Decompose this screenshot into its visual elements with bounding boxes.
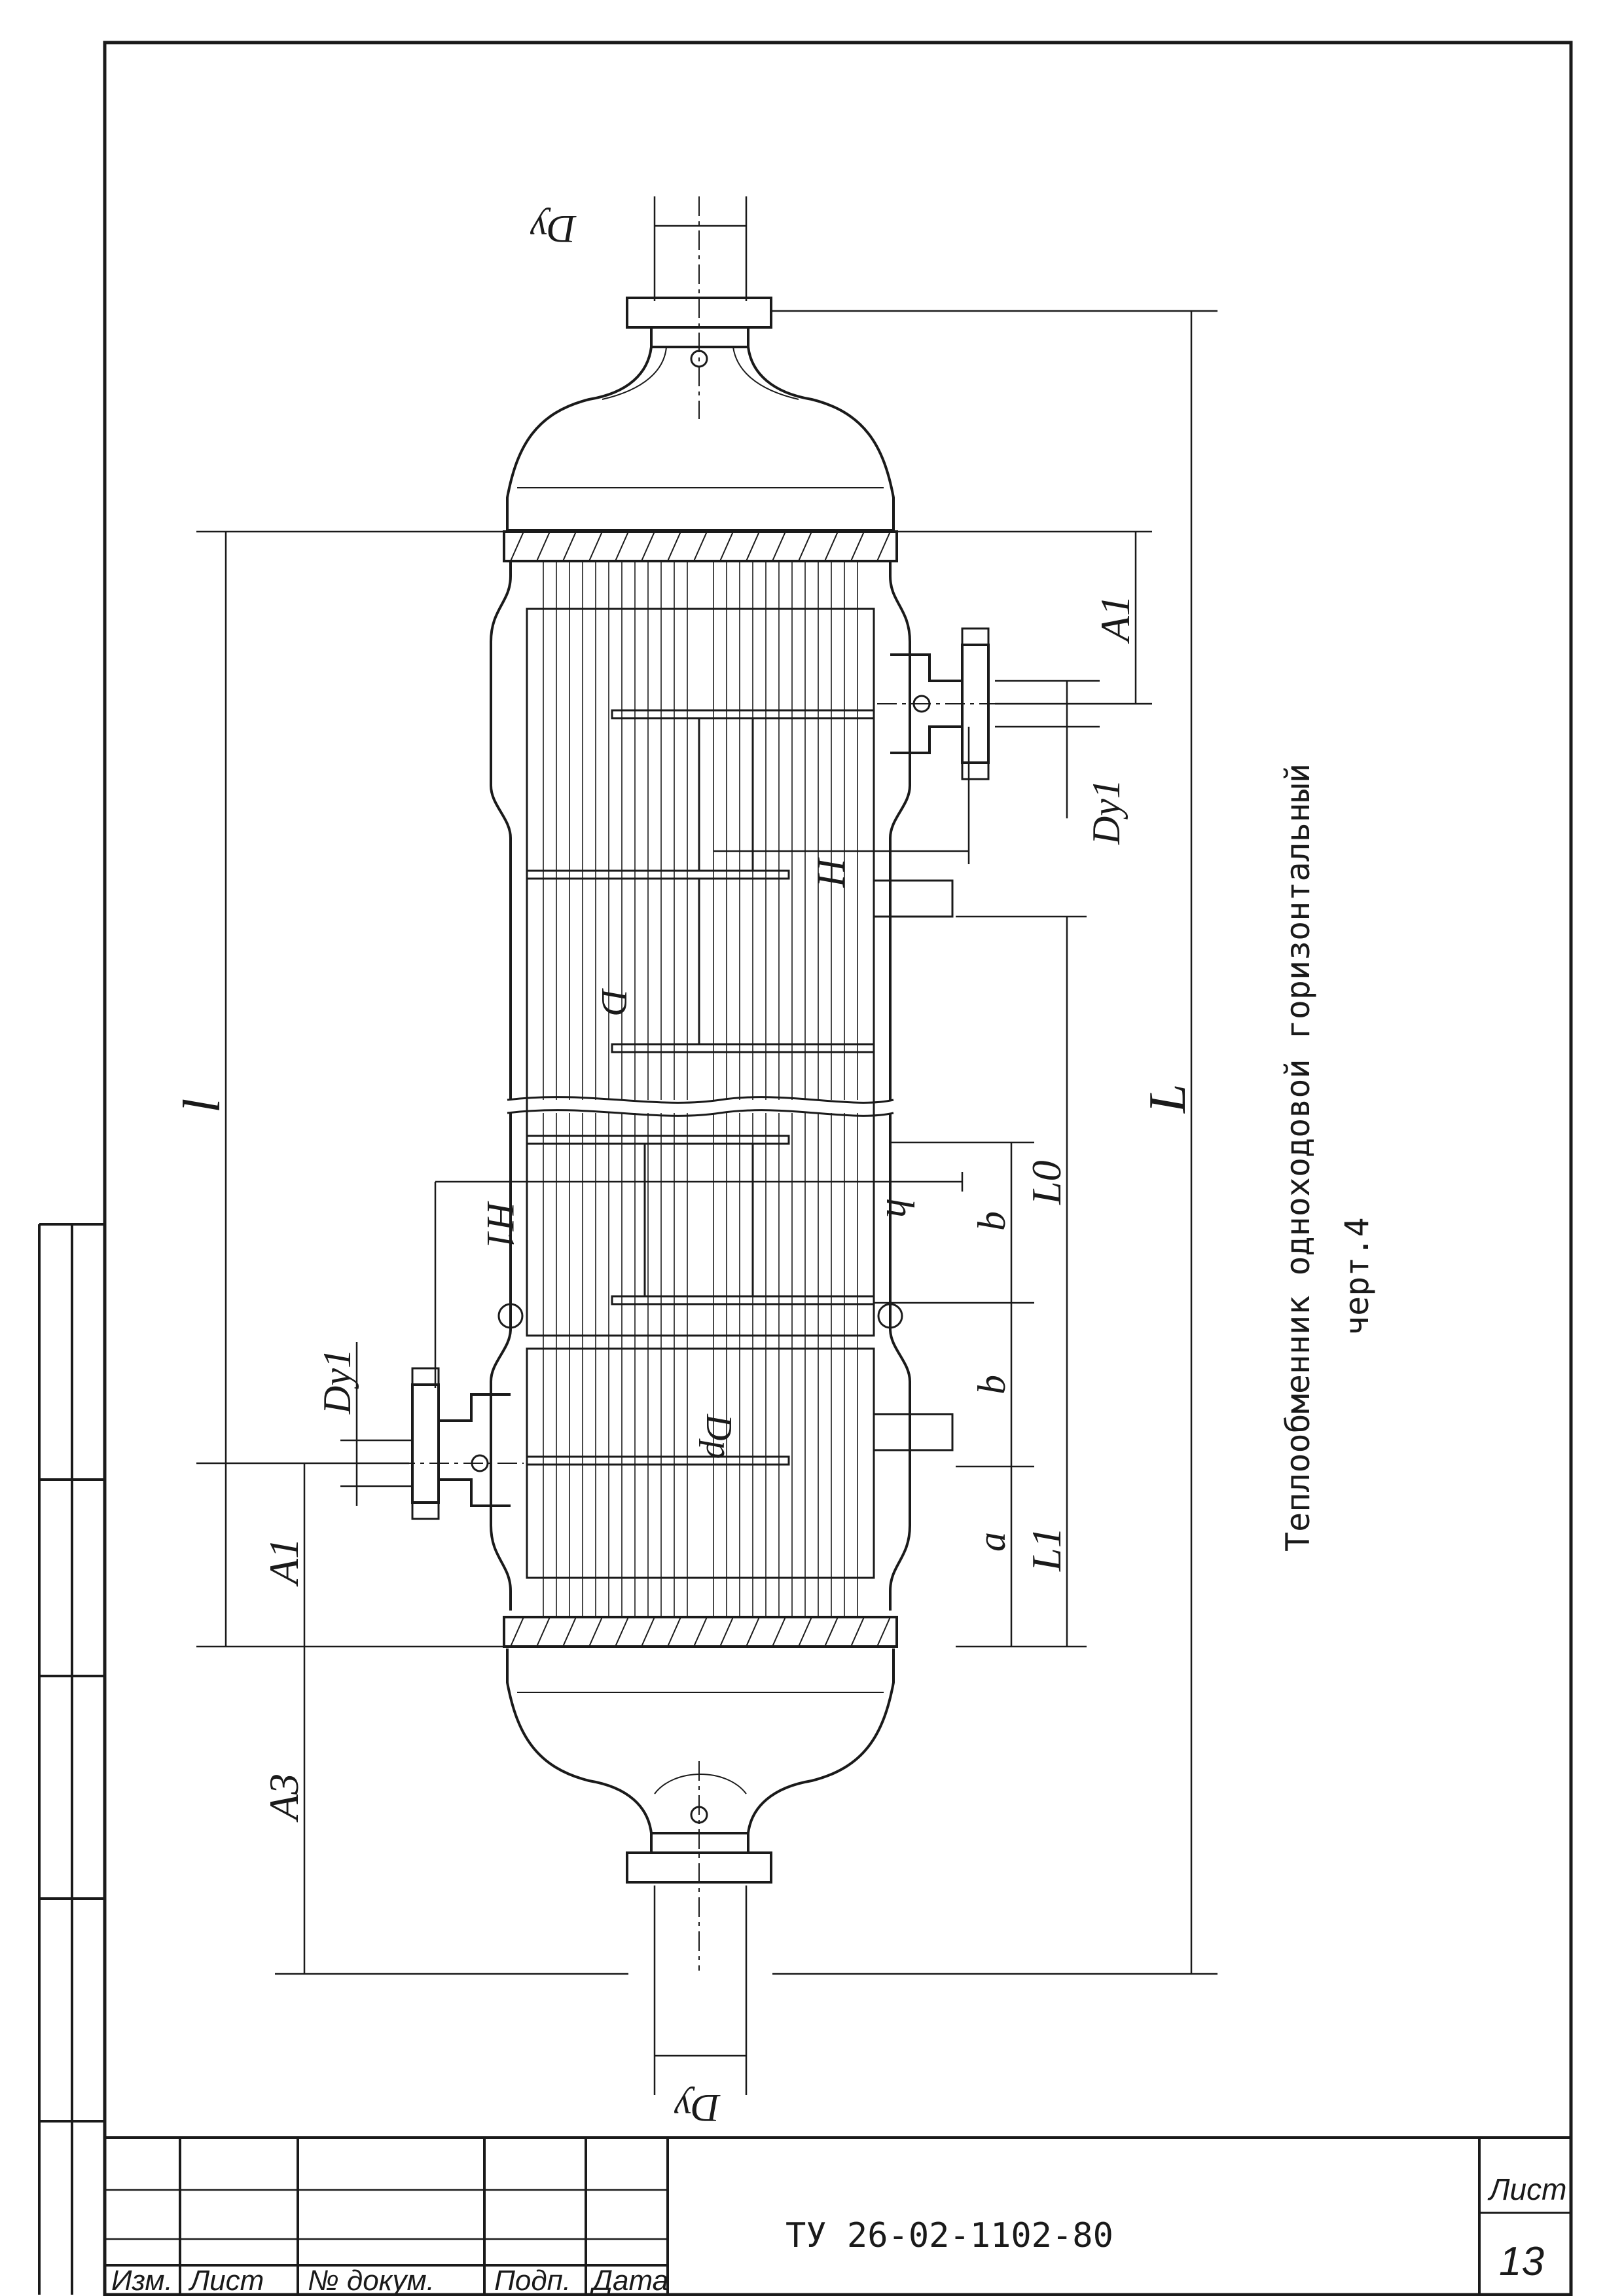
label-l1: L1 [1023,1527,1070,1572]
label-l-length: l [173,1099,231,1113]
sheet-label: Лист [1487,2172,1566,2206]
title-block-col-change: Изм. [111,2265,173,2296]
label-l-total: L [1139,1084,1197,1114]
title-block-col-date: Дата [589,2265,668,2296]
label-dp: Dp [698,1413,739,1459]
label-l0: L0 [1023,1160,1070,1205]
caption-figure: черт.4 [1338,1217,1376,1336]
label-dy-top: Dy [530,208,577,251]
label-h-upper: H [810,857,853,888]
label-a3: A3 [261,1774,307,1823]
label-a1-right: A1 [1092,595,1138,644]
label-b-lower: b [970,1375,1013,1394]
title-block [105,2136,1571,2295]
document-designation: ТУ 26-02-1102-80 [785,2216,1113,2255]
title-block-col-signature: Подп. [494,2265,571,2296]
label-d: D [594,988,634,1015]
title-block-col-sheet: Лист [188,2265,264,2296]
label-a1-left: A1 [261,1538,307,1587]
label-b-upper: b [970,1211,1013,1231]
dimension-lines [196,196,1218,2095]
label-dy-bottom: Dy [674,2086,721,2130]
binding-margin [38,1223,105,2295]
label-h-lower: H1 [479,1201,522,1249]
sheet-number: 13 [1499,2239,1544,2284]
label-h: h [878,1198,922,1218]
label-a: a [970,1532,1013,1552]
label-dy1-left: Dy1 [316,1349,359,1415]
title-block-col-doc-no: № докум. [308,2265,435,2296]
dimension-labels: Dy Dy L l A1 A1 A3 Dy1 Dy1 H H1 h L0 L1 … [173,208,1197,2130]
heat-exchanger-drawing [327,196,1074,1971]
drawing-caption: Теплообменник одноходовой горизонтальный… [1279,763,1376,1552]
caption-title: Теплообменник одноходовой горизонтальный [1279,763,1317,1552]
label-dy1-right: Dy1 [1085,779,1128,845]
sheet-frame [103,41,1573,2296]
